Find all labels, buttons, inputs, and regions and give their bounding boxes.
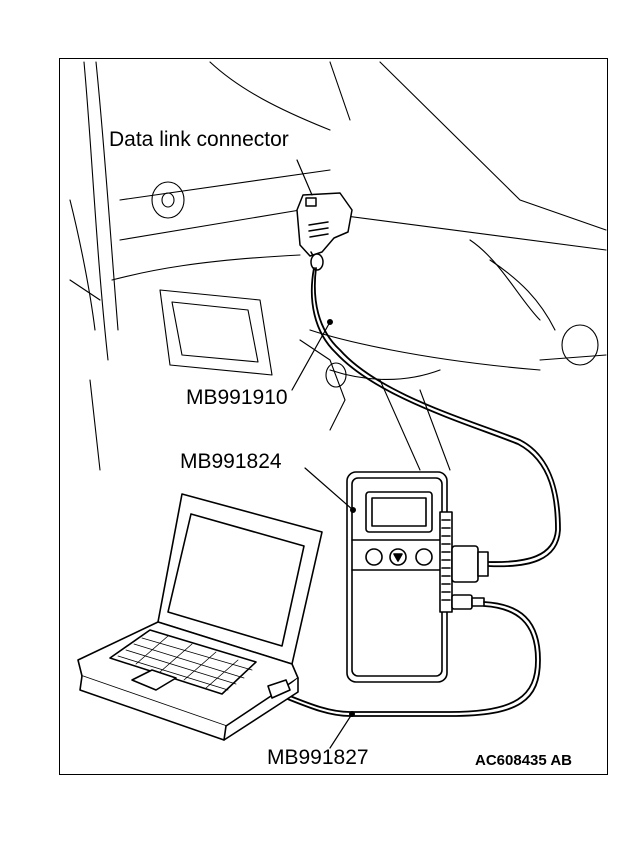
mb991910-label: MB991910 [186,386,288,409]
mb991827-leader-line [329,713,353,749]
mb991910-leader-line [291,321,331,391]
mb991824-label: MB991824 [180,450,282,473]
figure-code: AC608435 AB [475,752,572,769]
data-link-connector-label: Data link connector [109,128,289,151]
data-link-connector-icon [296,192,353,271]
data-link-leader-line [296,159,313,196]
mb991827-label: MB991827 [267,746,369,769]
cable-icon [310,267,561,568]
vci-device-icon [346,471,489,683]
dashboard-sketch [69,61,607,471]
laptop-icon [77,493,323,741]
mb991827-cable [271,601,541,717]
mb991824-leader-line [304,467,354,511]
